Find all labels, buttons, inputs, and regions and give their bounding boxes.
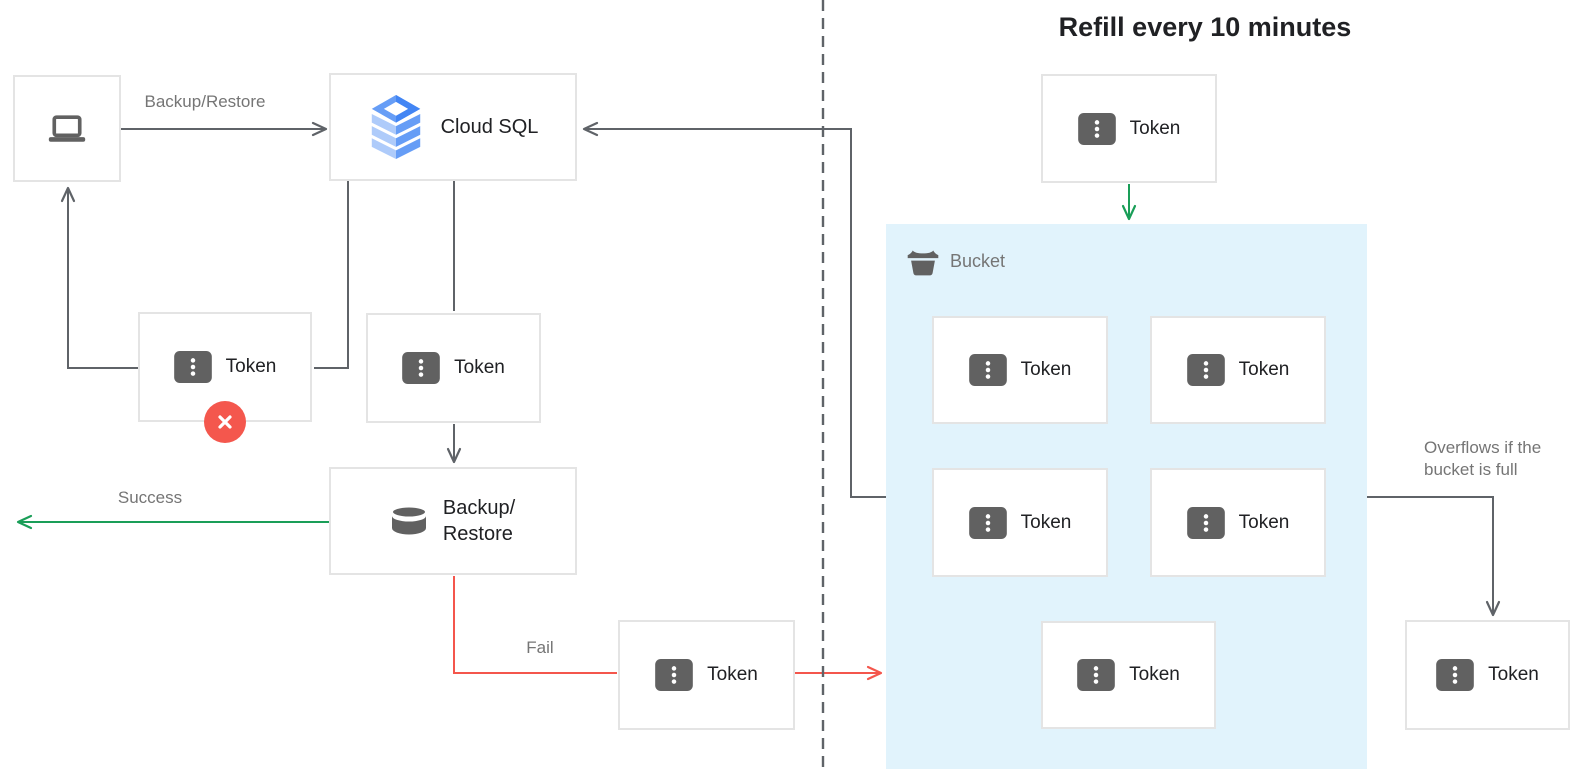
refill-title: Refill every 10 minutes	[1058, 12, 1352, 42]
token-icon	[1436, 659, 1474, 691]
token-label: Token	[225, 356, 277, 377]
token-label: Token	[1020, 511, 1072, 533]
backup-restore-label: Backup/ Restore	[442, 497, 516, 545]
bucket-label: Bucket	[950, 251, 1006, 271]
edge-label-request: Backup/Restore	[144, 92, 266, 111]
token-label: Token	[1238, 359, 1290, 380]
edge-bucket-to-cloudsql	[582, 121, 886, 498]
bucket-icon	[906, 247, 940, 276]
edge-label-overflow: Overflows if the bucket is full	[1424, 438, 1542, 479]
token-icon	[655, 659, 693, 691]
token-refill-node: Token	[1041, 74, 1217, 183]
cloud-sql-label: Cloud SQL	[440, 115, 539, 138]
backup-restore-node: Backup/ Restore	[329, 467, 577, 575]
token-icon	[402, 352, 440, 384]
edge-cloudsql-to-rejected-token	[314, 181, 349, 369]
token-label: Token	[1488, 664, 1539, 685]
token-icon	[1187, 354, 1225, 386]
token-overflow-node: Token	[1405, 620, 1570, 730]
token-icon	[1078, 113, 1116, 145]
token-fail-node: Token	[618, 620, 795, 730]
edge-label-fail: Fail	[526, 638, 554, 657]
database-icon	[391, 506, 427, 536]
x-glyph	[218, 415, 232, 429]
cloud-sql-icon	[368, 95, 424, 159]
token-label: Token	[1238, 511, 1290, 533]
token-icon	[969, 507, 1007, 539]
token-label: Token	[454, 357, 505, 378]
cloud-sql-node: Cloud SQL	[329, 73, 577, 181]
token-icon	[969, 354, 1007, 386]
bucket-token-node: Token	[1150, 468, 1326, 577]
client-node	[13, 75, 121, 182]
error-x-icon	[204, 401, 246, 443]
token-label: Token	[1129, 664, 1180, 685]
token-acquired-node: Token	[366, 313, 541, 423]
bucket-token-node: Token	[1041, 621, 1216, 729]
token-icon	[174, 351, 212, 383]
token-icon	[1077, 659, 1115, 691]
edge-overflow	[1367, 496, 1501, 617]
token-label: Token	[1020, 359, 1072, 380]
edge-rejected-token-to-client	[60, 186, 138, 369]
bucket-tag: Bucket	[906, 247, 1005, 276]
bucket-token-node: Token	[932, 316, 1108, 424]
token-label: Token	[1129, 117, 1181, 139]
edge-fail	[453, 576, 617, 674]
bucket-token-node: Token	[932, 468, 1108, 577]
edge-label-success: Success	[117, 488, 183, 507]
token-label: Token	[707, 664, 758, 685]
bucket-token-node: Token	[1150, 316, 1326, 424]
laptop-icon	[47, 115, 87, 143]
token-icon	[1187, 507, 1225, 539]
